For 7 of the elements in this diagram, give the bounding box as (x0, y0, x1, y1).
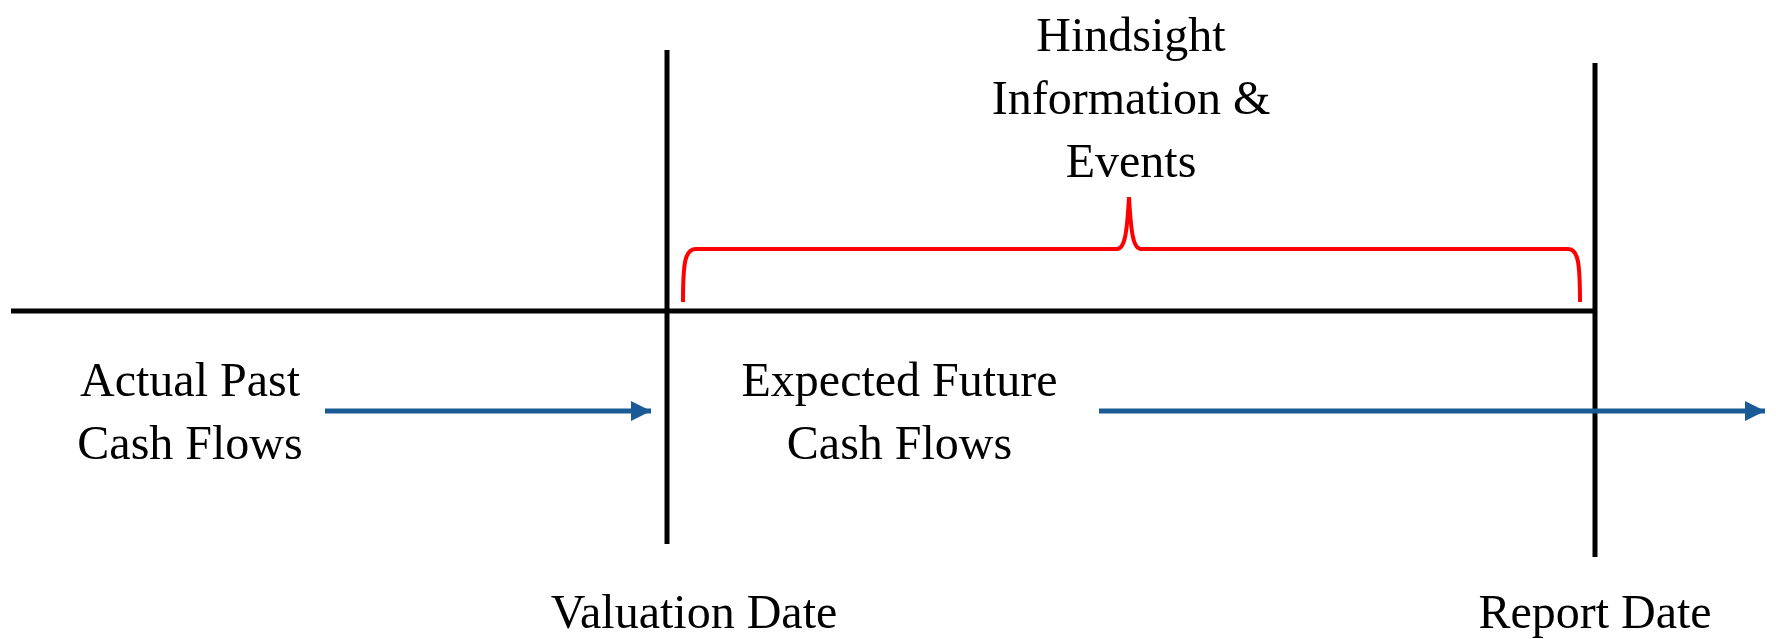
text-label: Expected Future Cash Flows (700, 348, 1099, 474)
date-label: Valuation Date (549, 586, 839, 638)
text-label: Hindsight Information & Events (961, 3, 1301, 192)
date-label: Report Date (1477, 586, 1713, 638)
arrow (1099, 401, 1765, 421)
text-label: Actual Past Cash Flows (55, 348, 325, 474)
arrow (325, 401, 651, 421)
